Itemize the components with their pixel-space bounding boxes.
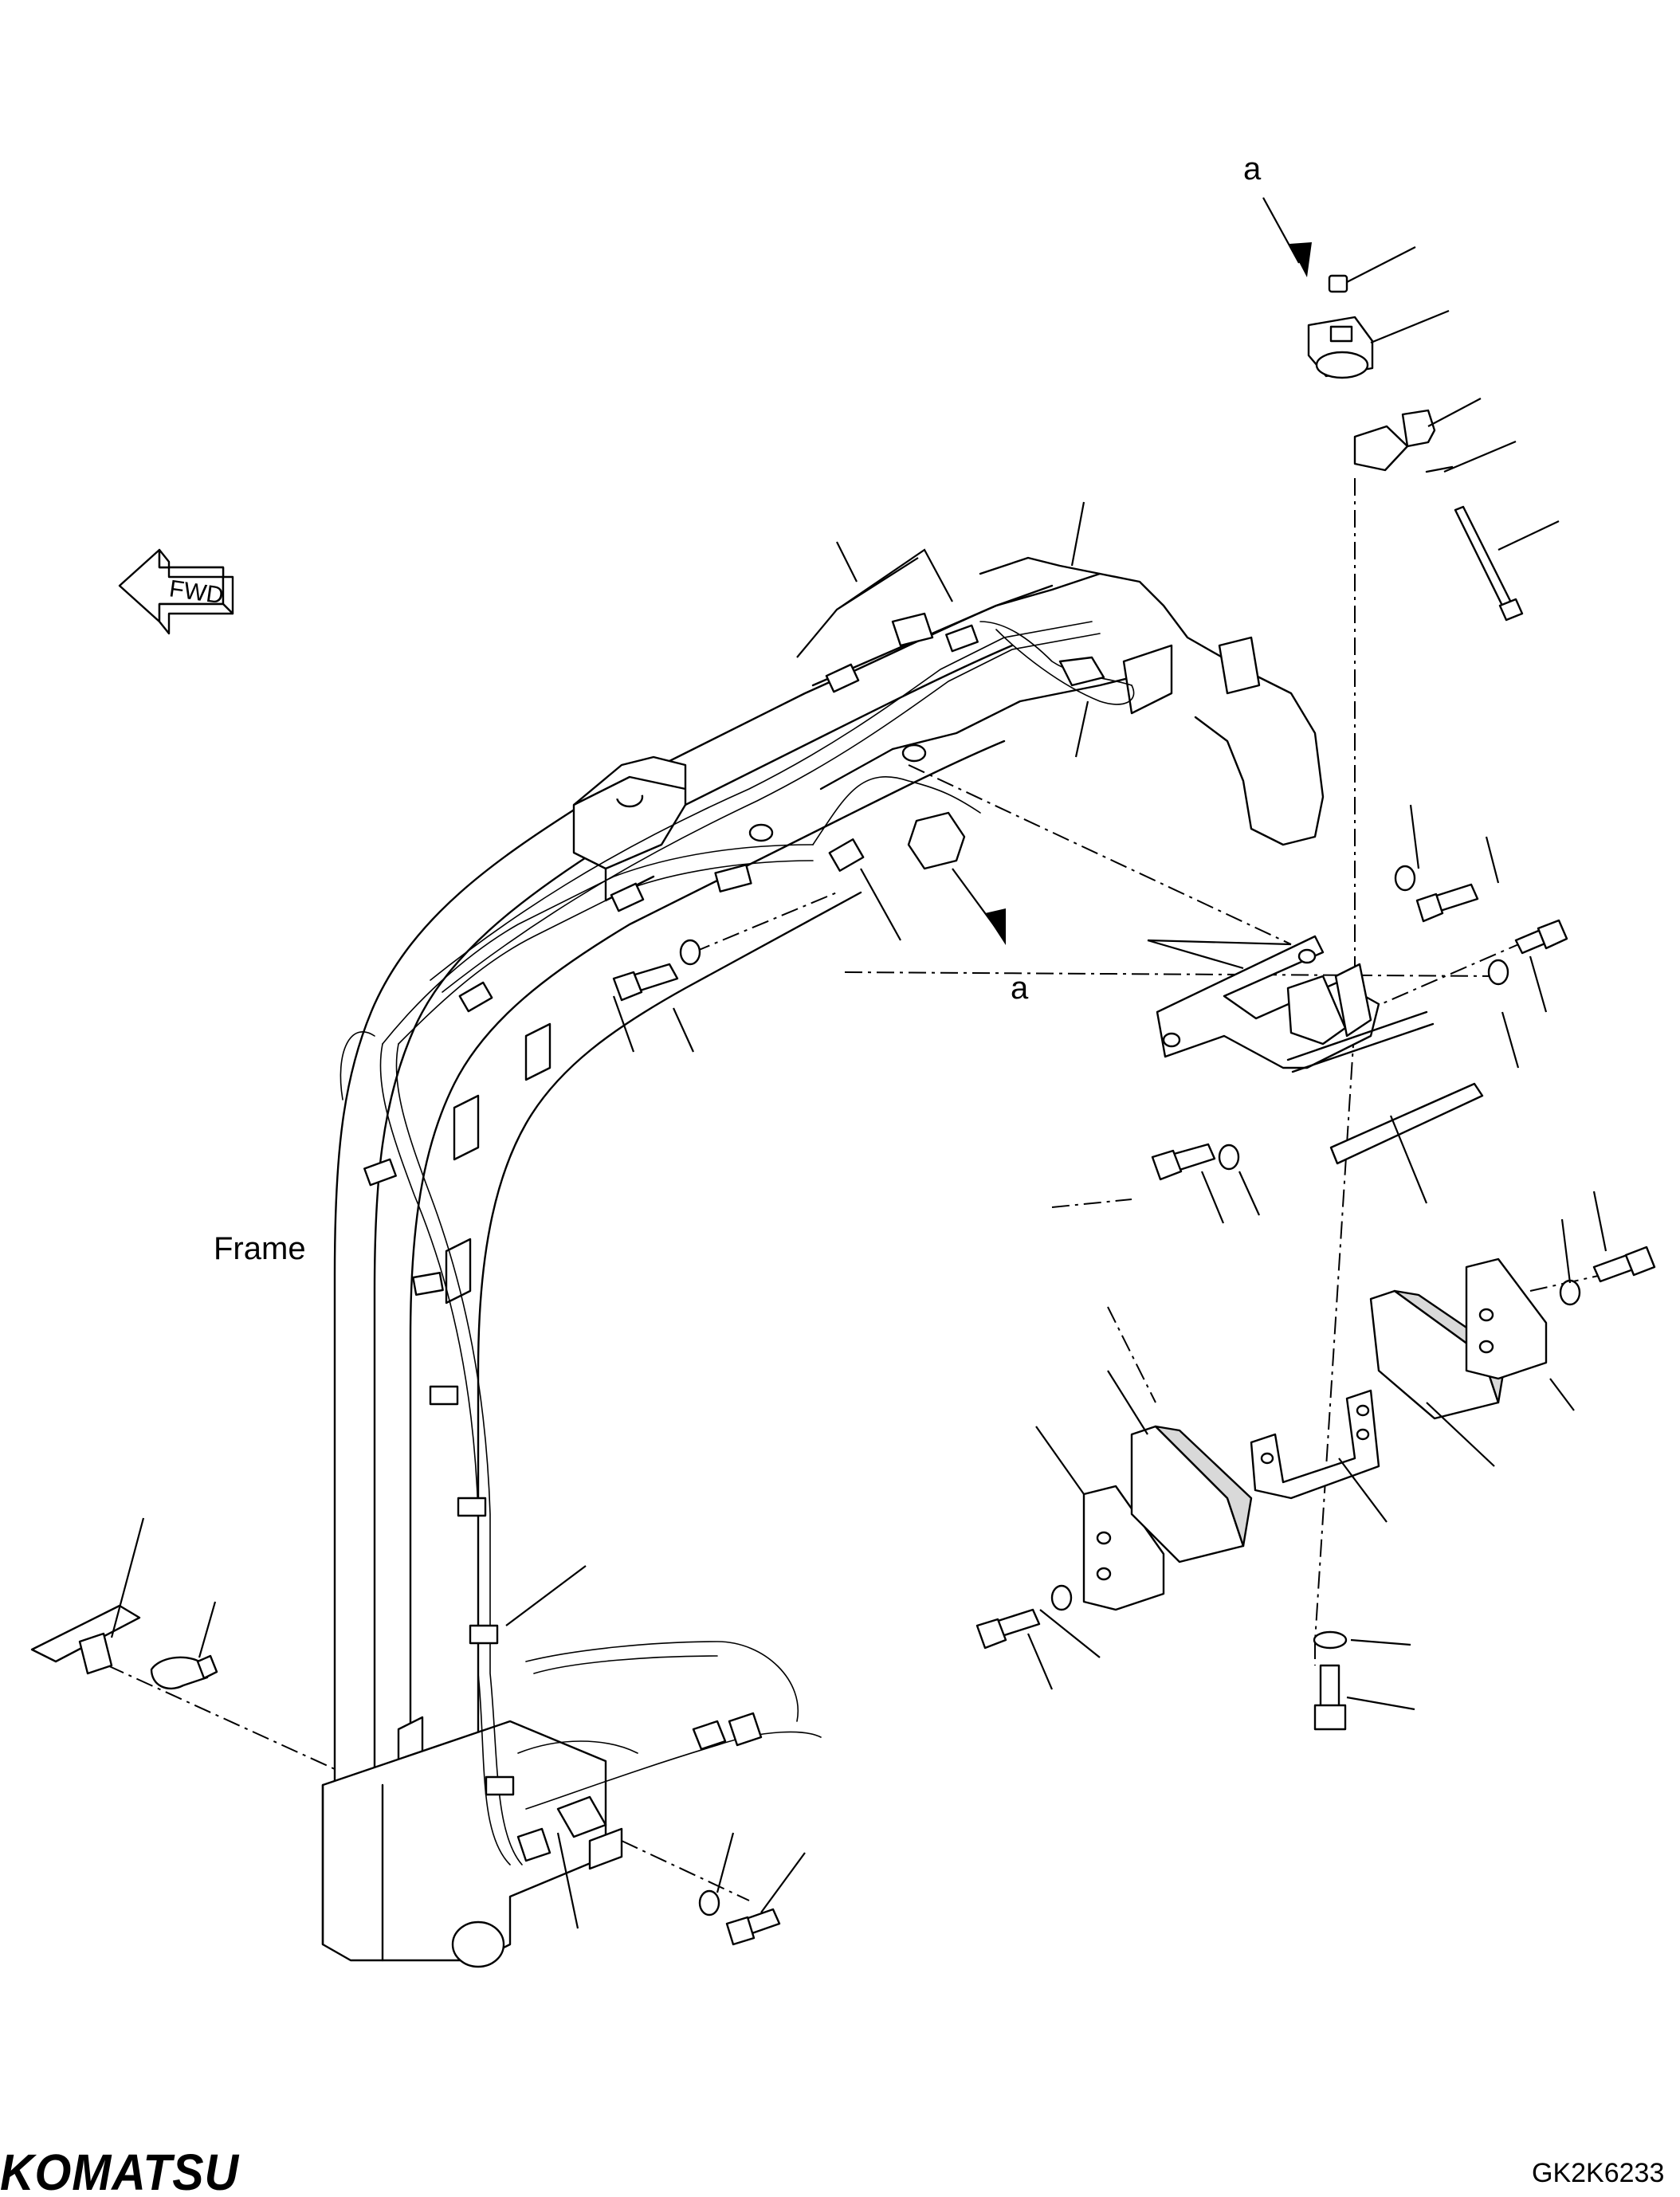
drawing-code: GK2K6233	[1532, 2158, 1664, 2188]
bolt-far-right	[1514, 919, 1568, 955]
bolt-upper-right	[1415, 883, 1479, 923]
bolt-frame-bottom	[725, 1908, 781, 1946]
assembly-lines	[107, 478, 1603, 1901]
long-bolt-part	[1454, 505, 1514, 612]
leader-lines	[110, 246, 1607, 1929]
clamp-assembly	[30, 1604, 781, 1946]
view-direction-arrow-icon	[952, 868, 1006, 945]
view-direction-arrow-icon	[1262, 197, 1312, 277]
bolt-lower-right	[1592, 1246, 1656, 1283]
cap-part	[1328, 274, 1348, 293]
mid-bracket-part	[1250, 1389, 1380, 1500]
frame-body	[321, 556, 1325, 1968]
frame-label: Frame	[214, 1231, 306, 1266]
washer-bottom-part	[1313, 1630, 1348, 1650]
wire-harness	[340, 612, 1135, 1865]
view-marker-bottom: a	[1011, 971, 1029, 1006]
bolt-lower-left	[975, 1608, 1041, 1650]
view-marker-top: a	[1243, 151, 1262, 186]
bolt-mid-left	[1151, 1143, 1216, 1181]
relay-assembly	[1307, 274, 1524, 622]
counterweight-assembly	[975, 1246, 1656, 1731]
fwd-arrow-icon: FWD	[118, 548, 234, 635]
komatsu-logo: KOMATSU	[0, 2144, 240, 2197]
clamp-bracket-part	[30, 1604, 141, 1663]
flat-strip-part	[1329, 1082, 1484, 1165]
mount-bracket-assembly	[612, 865, 1568, 1181]
small-bracket-part	[1353, 425, 1409, 472]
bolt-left	[612, 963, 679, 1002]
plate-right-part	[1465, 1257, 1548, 1380]
